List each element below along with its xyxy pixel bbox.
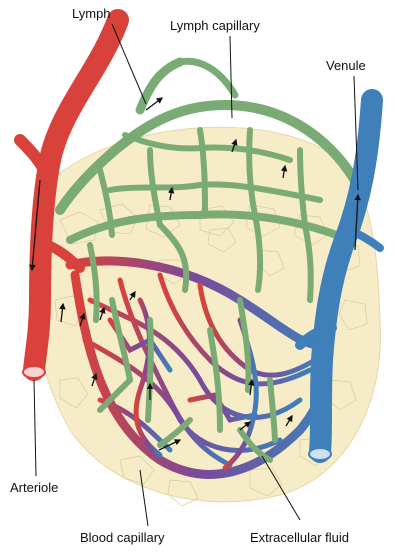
label-lymph: Lymph bbox=[72, 6, 111, 21]
label-venule: Venule bbox=[326, 58, 366, 73]
label-extracellular-fluid: Extracellular fluid bbox=[250, 530, 349, 545]
label-arteriole: Arteriole bbox=[10, 480, 58, 495]
leader-arteriole bbox=[34, 380, 36, 476]
label-blood-capillary: Blood capillary bbox=[80, 530, 165, 545]
leader-lymph bbox=[112, 24, 146, 104]
label-lymph-capillary: Lymph capillary bbox=[170, 18, 260, 33]
